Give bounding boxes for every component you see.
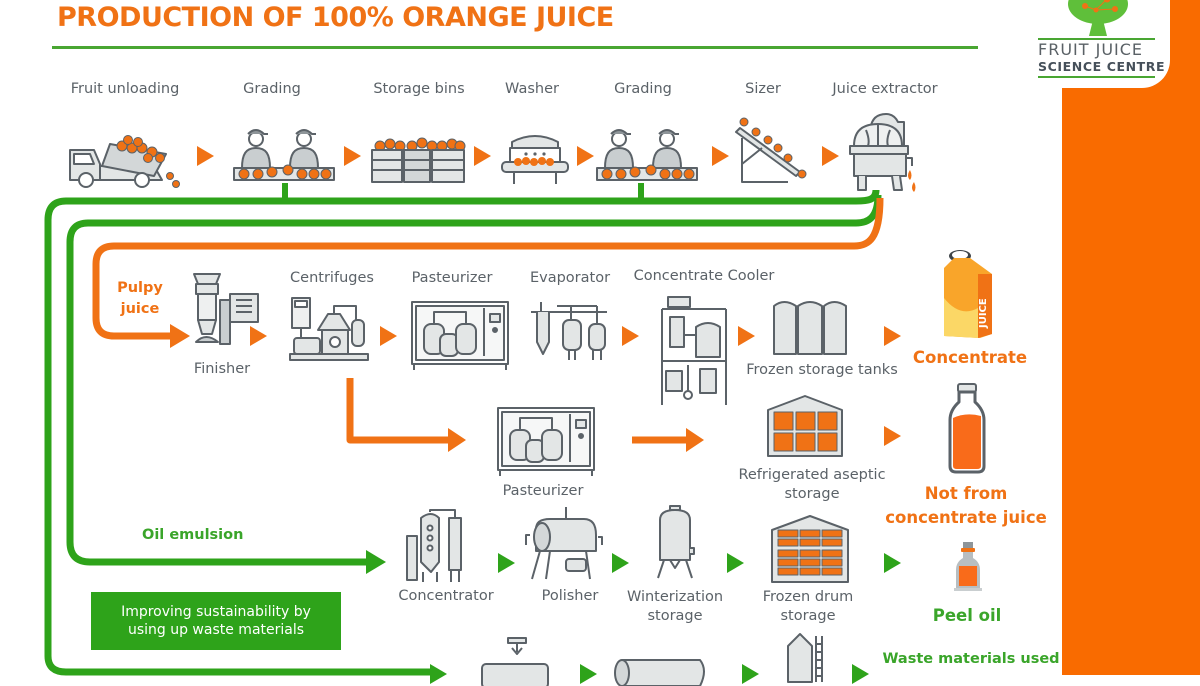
concentrator-icon <box>406 509 462 582</box>
flow-arrow <box>852 664 869 684</box>
logo-line1: FRUIT JUICE <box>1038 40 1144 59</box>
step-label-concentrator: Concentrator <box>398 588 494 604</box>
logo-rule-top <box>1038 38 1155 40</box>
flow-arrow <box>822 146 839 166</box>
oil-emulsion-label: Oil emulsion <box>142 527 244 543</box>
finisher-icon <box>193 273 259 345</box>
flow-arrow <box>197 146 214 166</box>
grading-workers-icon <box>233 129 335 181</box>
flow-arrow <box>380 326 397 346</box>
logo-line2: SCIENCE CENTRE <box>1038 59 1166 74</box>
step-label-evaporator: Evaporator <box>529 270 611 286</box>
nfc-out-arrowhead <box>686 428 704 452</box>
nfc-branch-line <box>346 378 450 444</box>
juice-carton-icon: JUICE <box>944 250 992 338</box>
warehouse-icon <box>771 515 849 583</box>
flow-arrow <box>622 326 639 346</box>
output-label-concentrate: Concentrate <box>912 348 1028 367</box>
flow-arrow <box>344 146 361 166</box>
output-label-peel-oil: Peel oil <box>932 606 1002 625</box>
step-label-juice-extractor: Juice extractor <box>832 81 938 97</box>
centrifuge-icon <box>289 297 369 361</box>
oil-emulsion-flow-line <box>66 194 882 566</box>
step-label-winterization-storage: Winterization storage <box>626 589 724 624</box>
step-label-sizer: Sizer <box>745 81 781 97</box>
step-label-grading-1: Grading <box>243 81 301 97</box>
flow-arrow <box>250 326 267 346</box>
logo-rule-bottom <box>1038 76 1155 78</box>
step-label-frozen-drum-storage: Frozen drum storage <box>762 589 854 624</box>
winterization-tank-icon <box>657 505 695 579</box>
warehouse-icon <box>767 395 843 457</box>
flow-arrow <box>577 146 594 166</box>
step-label-polisher: Polisher <box>541 588 599 604</box>
washer-icon <box>501 135 569 184</box>
output-label-nfc: Not from concentrate juice <box>885 484 1047 527</box>
concentrate-cooler-icon <box>661 296 727 405</box>
waste-flow-line <box>44 189 880 676</box>
storage-tanks-icon <box>773 301 847 355</box>
oil-emulsion-arrowhead <box>366 550 386 574</box>
flow-arrow <box>884 326 901 346</box>
carton-text: JUICE <box>978 298 989 329</box>
step-label-grading-2: Grading <box>614 81 672 97</box>
pasteurizer-icon <box>497 407 595 476</box>
output-label-waste-materials: Waste materials used <box>882 651 1060 667</box>
side-color-band <box>1062 88 1200 675</box>
sustainability-note: Improving sustainability by using up was… <box>91 592 341 650</box>
page-title: PRODUCTION OF 100% ORANGE JUICE <box>57 2 614 33</box>
dump-truck-icon <box>69 135 180 188</box>
juice-extractor-icon <box>849 113 916 192</box>
step-label-fruit-unloading: Fruit unloading <box>70 81 180 97</box>
sustainability-text: Improving sustainability by using up was… <box>121 604 311 638</box>
flow-arrow <box>498 553 515 573</box>
title-divider <box>52 46 978 49</box>
polisher-icon <box>525 507 603 580</box>
flow-arrow <box>712 146 729 166</box>
flow-arrow <box>474 146 491 166</box>
flow-arrow <box>742 664 759 684</box>
pasteurizer-icon <box>411 301 509 370</box>
flow-arrow <box>580 664 597 684</box>
step-label-frozen-storage-tanks: Frozen storage tanks <box>746 362 898 378</box>
flow-arrow <box>884 426 901 446</box>
flow-arrow <box>727 553 744 573</box>
flow-arrow <box>430 664 447 684</box>
step-label-concentrate-cooler: Concentrate Cooler <box>633 268 775 284</box>
flow-arrow <box>738 326 755 346</box>
storage-bins-icon <box>371 137 466 183</box>
step-label-washer: Washer <box>505 81 559 97</box>
press-icon <box>481 637 549 686</box>
tree-icon <box>1068 0 1128 36</box>
step-label-refrigerated-aseptic-storage: Refrigerated aseptic storage <box>738 467 886 502</box>
oil-bottle-icon <box>954 542 982 591</box>
flow-arrow <box>884 553 901 573</box>
dryer-drum-icon <box>614 659 705 686</box>
pulpy-juice-flow-line <box>92 197 884 340</box>
nfc-branch-arrowhead <box>448 428 466 452</box>
flow-arrow <box>612 553 629 573</box>
evaporator-icon <box>531 302 607 360</box>
pulpy-juice-arrowhead <box>170 324 190 348</box>
step-label-pasteurizer-1: Pasteurizer <box>411 270 493 286</box>
sizer-conveyor-icon <box>735 117 807 183</box>
grading-workers-icon <box>596 129 698 181</box>
pulpy-juice-label: Pulpy juice <box>117 280 163 317</box>
step-label-storage-bins: Storage bins <box>373 81 465 97</box>
step-label-centrifuges: Centrifuges <box>290 270 374 286</box>
juice-bottle-icon <box>948 383 986 474</box>
step-label-finisher: Finisher <box>193 361 251 377</box>
step-label-pasteurizer-2: Pasteurizer <box>502 483 584 499</box>
